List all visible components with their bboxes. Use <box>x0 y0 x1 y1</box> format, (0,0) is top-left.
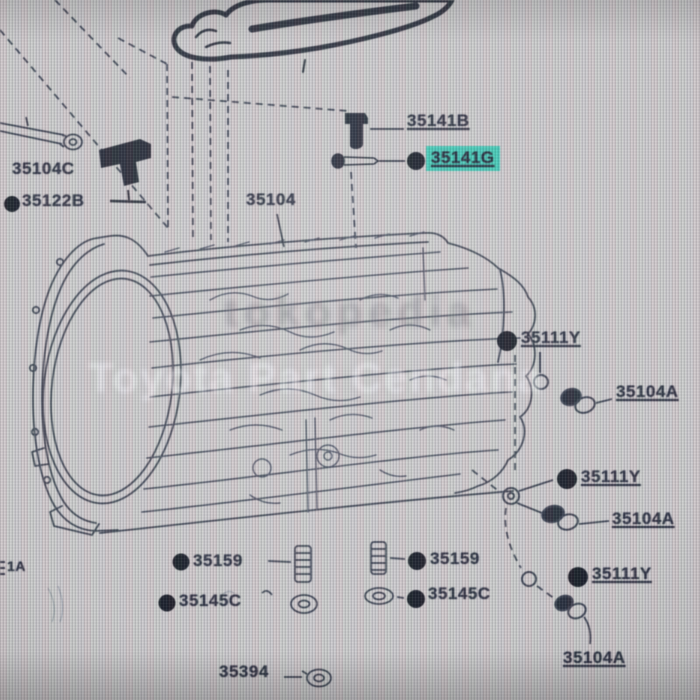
bracket-icon <box>99 139 151 204</box>
part-label-35111y-2[interactable]: 35111Y <box>581 467 641 486</box>
part-label-35159-1[interactable]: 35159 <box>193 551 243 570</box>
callout-dots <box>4 152 588 612</box>
case-casting-detail <box>164 231 455 513</box>
faint-marks <box>47 585 235 623</box>
oil-tube-icon <box>0 116 83 151</box>
pin-35394-icon <box>284 668 332 688</box>
part-label-35111y-3[interactable]: 35111Y <box>592 564 652 583</box>
part-label-35104a-2[interactable]: 35104A <box>612 509 675 528</box>
part-label-35122b[interactable]: 35122B <box>22 191 85 210</box>
part-label-35159-2[interactable]: 35159 <box>430 549 480 568</box>
plug-35141g-icon <box>331 153 380 169</box>
part-label-35141g-selected[interactable]: 35141G <box>427 147 499 170</box>
lower-right-fittings <box>521 571 592 645</box>
part-label-35145c-1[interactable]: 35145C <box>179 591 242 610</box>
plug-35141b-icon <box>345 113 368 150</box>
mid-right-fittings <box>502 479 610 531</box>
edge-cut-marks <box>0 561 5 575</box>
part-label-35145c-2[interactable]: 35145C <box>428 584 491 603</box>
case-ribs <box>141 251 521 513</box>
part-label-edge-partial: 1A <box>7 558 26 574</box>
washer-icons <box>261 587 405 614</box>
part-label-35104[interactable]: 35104 <box>246 190 296 209</box>
dashed-leader-lines <box>0 0 556 600</box>
part-label-35111y-1[interactable]: 35111Y <box>521 328 581 347</box>
label-leaders <box>276 213 285 248</box>
part-label-35104c[interactable]: 35104C <box>12 159 75 178</box>
valve-body-gasket-part <box>171 0 455 73</box>
part-label-35141b[interactable]: 35141B <box>407 111 470 130</box>
part-label-35104a-1[interactable]: 35104A <box>616 382 679 401</box>
part-label-35104a-3[interactable]: 35104A <box>563 648 626 667</box>
part-label-35394[interactable]: 35394 <box>219 662 269 681</box>
upper-right-fittings <box>533 352 613 414</box>
union-bolt-icons <box>267 541 406 583</box>
